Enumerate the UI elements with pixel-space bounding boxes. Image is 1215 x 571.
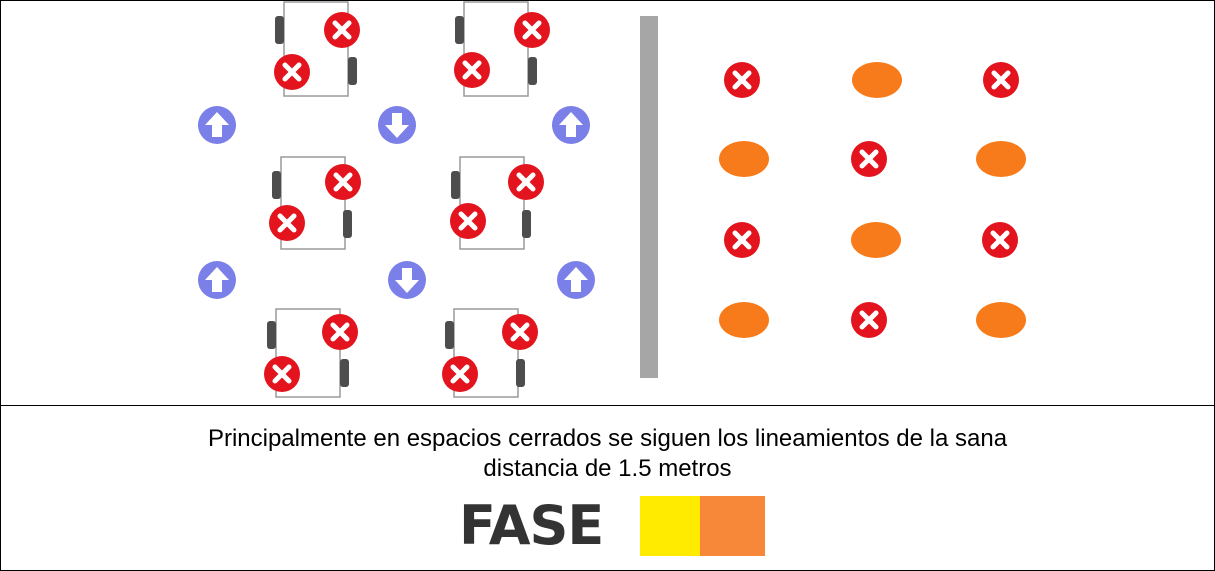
available-seat-icon	[719, 141, 769, 177]
desk-unit	[442, 308, 538, 398]
blocked-seat-x-icon	[724, 222, 760, 258]
fase-logo: FASE	[455, 496, 765, 556]
chair-icon	[272, 171, 281, 199]
available-seat-icon	[976, 302, 1026, 338]
chair-icon	[340, 359, 349, 387]
arrow-up-icon	[198, 261, 236, 299]
section-divider-line	[0, 405, 1215, 406]
available-seat-icon	[852, 62, 902, 98]
blocked-seat-x-icon	[724, 62, 760, 98]
chair-icon	[455, 16, 464, 44]
blocked-seat-x-icon	[325, 164, 361, 200]
chair-icon	[528, 57, 537, 85]
desk-unit	[264, 308, 358, 398]
blocked-seat-x-icon	[502, 314, 538, 350]
blocked-seat-x-icon	[324, 12, 360, 48]
blocked-seat-x-icon	[264, 356, 300, 392]
blocked-seat-x-icon	[851, 302, 887, 338]
blocked-seat-x-icon	[274, 54, 310, 90]
blocked-seat-x-icon	[454, 52, 490, 88]
desk-unit	[454, 1, 550, 97]
chair-icon	[267, 321, 276, 349]
arrow-down-icon	[388, 261, 426, 299]
desk-unit	[269, 156, 361, 250]
chair-icon	[451, 171, 460, 199]
blocked-seat-x-icon	[269, 205, 305, 241]
chair-icon	[348, 57, 357, 85]
desk-unit	[450, 156, 544, 250]
blocked-seat-x-icon	[322, 314, 358, 350]
available-seat-icon	[719, 302, 769, 338]
chair-icon	[275, 16, 284, 44]
caption-text: Principalmente en espacios cerrados se s…	[0, 424, 1215, 484]
logo-yellow-square	[640, 496, 700, 556]
blocked-seat-x-icon	[442, 356, 478, 392]
seating-diagram	[198, 1, 1026, 398]
chair-icon	[445, 321, 454, 349]
logo-text: FASE	[459, 494, 604, 557]
chair-icon	[516, 359, 525, 387]
caption-line-1: Principalmente en espacios cerrados se s…	[207, 425, 1008, 452]
chair-icon	[522, 210, 531, 238]
blocked-seat-x-icon	[982, 222, 1018, 258]
partition-bar	[640, 16, 658, 378]
available-seat-icon	[976, 141, 1026, 177]
blocked-seat-x-icon	[983, 62, 1019, 98]
logo-orange-square	[700, 496, 765, 556]
blocked-seat-x-icon	[851, 141, 887, 177]
desk-unit	[274, 1, 360, 97]
chair-icon	[343, 210, 352, 238]
blocked-seat-x-icon	[514, 12, 550, 48]
caption-line-2: distancia de 1.5 metros	[483, 455, 732, 482]
arrow-down-icon	[378, 106, 416, 144]
arrow-up-icon	[557, 261, 595, 299]
blocked-seat-x-icon	[450, 203, 486, 239]
arrow-up-icon	[552, 106, 590, 144]
arrow-up-icon	[198, 106, 236, 144]
available-seat-icon	[851, 222, 901, 258]
blocked-seat-x-icon	[508, 164, 544, 200]
